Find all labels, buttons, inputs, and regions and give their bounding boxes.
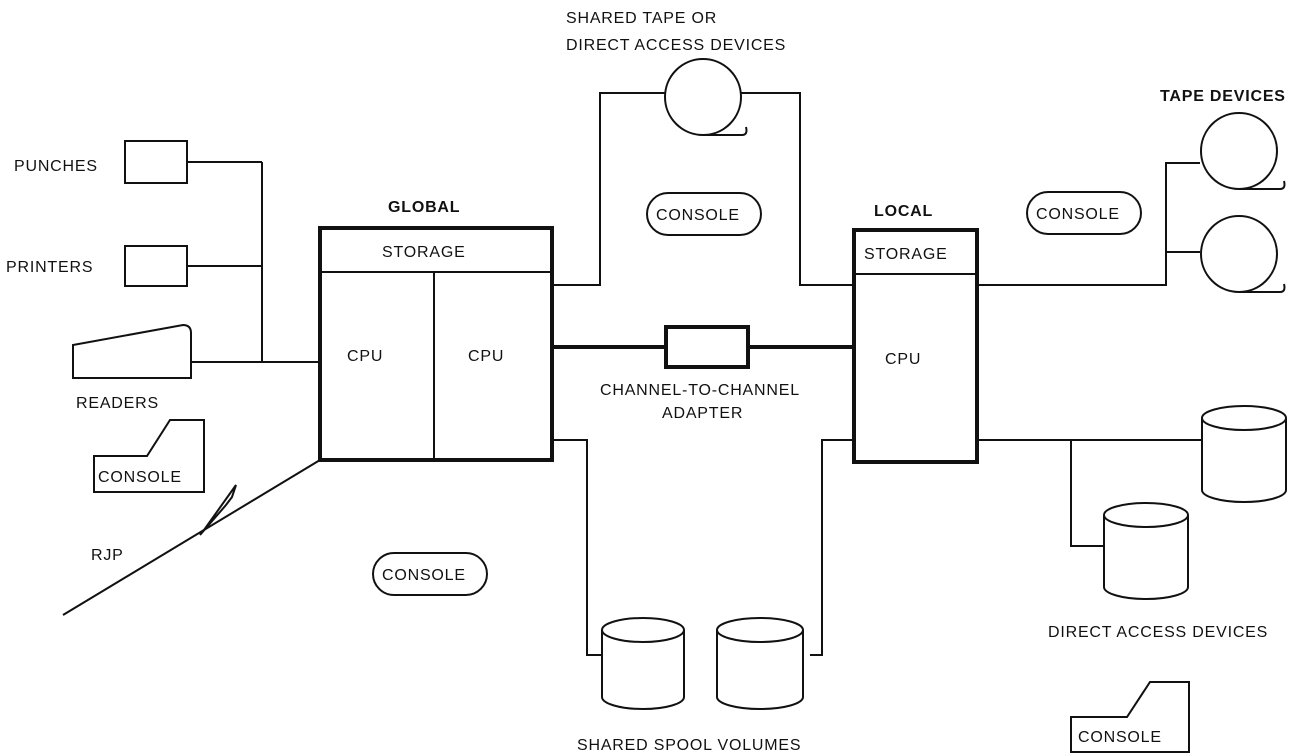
card-reader-icon xyxy=(72,323,192,379)
console-terminal-icon-right xyxy=(1070,681,1190,753)
printer-icon xyxy=(124,245,188,287)
global-processor-frame xyxy=(318,226,554,462)
spool-disk-icon-1 xyxy=(601,617,685,710)
disk-pack-icon-2 xyxy=(1103,502,1189,600)
rjp-line xyxy=(62,459,321,616)
local-to-tape-link xyxy=(977,162,1200,286)
console-terminal-right-label: CONSOLE xyxy=(1078,729,1162,746)
console-right: CONSOLE xyxy=(1026,191,1142,235)
punch-icon xyxy=(124,140,188,184)
local-cpu-label: CPU xyxy=(885,351,921,368)
global-label: GLOBAL xyxy=(388,199,460,216)
rjp-label: RJP xyxy=(91,547,124,564)
connection-lines xyxy=(62,92,1202,656)
local-storage-label: STORAGE xyxy=(864,246,948,263)
console-middle: CONSOLE xyxy=(646,192,762,236)
global-to-spool-link xyxy=(552,439,602,656)
console-terminal-icon-left xyxy=(93,419,205,493)
console-middle-label: CONSOLE xyxy=(656,207,740,224)
shared-spool-volumes-label: SHARED SPOOL VOLUMES xyxy=(577,737,801,754)
global-storage-label: STORAGE xyxy=(382,244,466,261)
local-label: LOCAL xyxy=(874,203,933,220)
shared-tape-label-line1: SHARED TAPE OR xyxy=(566,10,717,27)
shared-tape-to-local-link xyxy=(741,92,854,286)
channel-adapter-box xyxy=(664,325,750,369)
tape-reel-icon-1 xyxy=(1200,112,1286,190)
console-bottom-left-label: CONSOLE xyxy=(382,567,466,584)
readers-label: READERS xyxy=(76,395,159,412)
tape-devices-label: TAPE DEVICES xyxy=(1160,88,1286,105)
channel-adapter-label-line2: ADAPTER xyxy=(662,405,743,422)
shared-tape-reel-icon xyxy=(664,58,748,136)
disk-pack-icon-1 xyxy=(1201,405,1287,503)
printers-label: PRINTERS xyxy=(6,259,93,276)
global-cpu-2-label: CPU xyxy=(468,348,504,365)
global-to-shared-tape-link xyxy=(552,92,665,286)
console-terminal-left-label: CONSOLE xyxy=(98,469,182,486)
local-to-spool-link xyxy=(810,439,854,656)
tape-reel-icon-2 xyxy=(1200,215,1286,293)
console-right-label: CONSOLE xyxy=(1036,206,1120,223)
console-bottom-left: CONSOLE xyxy=(372,552,488,596)
global-cpu-1-label: CPU xyxy=(347,348,383,365)
spool-disk-icon-2 xyxy=(716,617,804,710)
communication-line-icon xyxy=(199,484,237,536)
channel-adapter-label-line1: CHANNEL-TO-CHANNEL xyxy=(600,382,800,399)
shared-tape-label-line2: DIRECT ACCESS DEVICES xyxy=(566,37,786,54)
direct-access-devices-label: DIRECT ACCESS DEVICES xyxy=(1048,624,1268,641)
punches-label: PUNCHES xyxy=(14,158,98,175)
local-processor-frame xyxy=(852,228,979,464)
dasd-branch xyxy=(1070,440,1104,547)
